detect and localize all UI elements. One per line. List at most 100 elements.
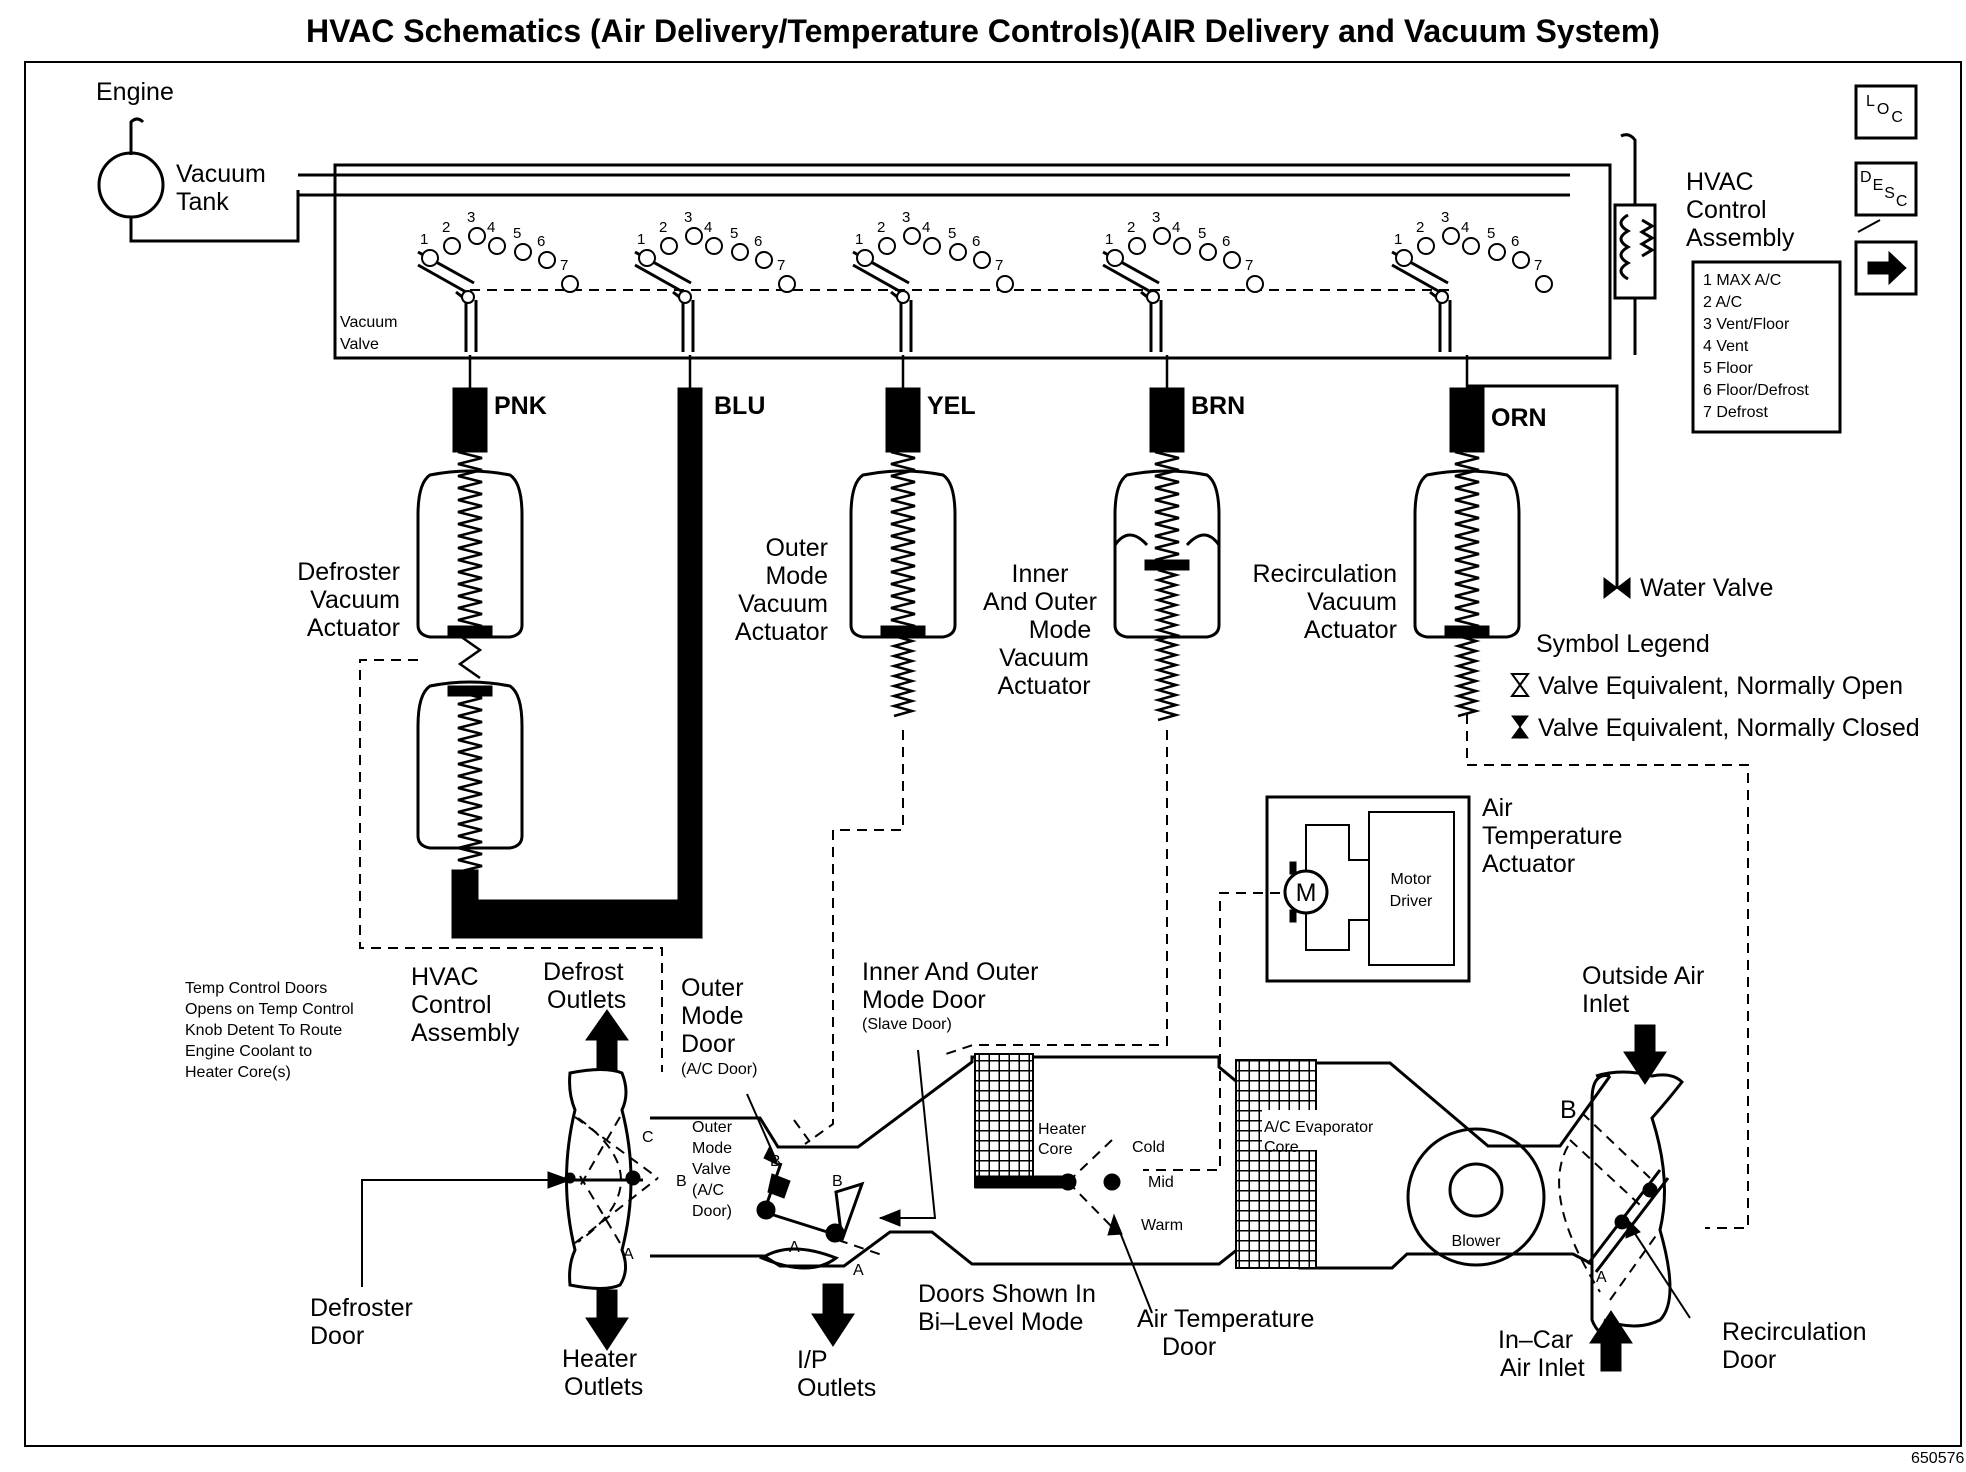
next-arrow-icon [1867, 250, 1907, 286]
vacuum-port [996, 275, 1014, 293]
vacuum-port [1535, 275, 1553, 293]
heater-outlet-arrow [585, 1289, 629, 1351]
air-temp-actuator-box [1265, 795, 1471, 983]
vacuum-port [421, 249, 439, 267]
control-assembly-bracket [1613, 133, 1657, 355]
port-number: 4 [704, 219, 712, 236]
cold-label: Cold [1132, 1139, 1165, 1156]
door-letter-b-right: B [1560, 1096, 1577, 1124]
vacuum-port [949, 243, 967, 261]
tank-supply-line [129, 190, 300, 243]
port-number: 2 [1127, 219, 1135, 236]
vacuum-port [1442, 227, 1460, 245]
vacuum-port [705, 237, 723, 255]
vacuum-port [923, 237, 941, 255]
vacuum-port [685, 227, 703, 245]
normally-closed-label: Valve Equivalent, Normally Closed [1538, 714, 1920, 742]
engine-vacuum-source [129, 117, 145, 155]
blu-hose-bottom [451, 869, 703, 939]
air-temp-door-pointer [1115, 1221, 1153, 1314]
defroster-linkage [359, 659, 663, 1072]
vacuum-port [1462, 237, 1480, 255]
outer-mode-linkage [804, 730, 904, 1145]
vacuum-port [1246, 275, 1264, 293]
vacuum-port [1512, 251, 1530, 269]
vacuum-port [903, 227, 921, 245]
mode-item: 6 Floor/Defrost [1703, 382, 1809, 399]
hose-yel [885, 387, 921, 453]
port-number: 3 [467, 209, 475, 226]
port-number: 3 [902, 209, 910, 226]
water-valve-label: Water Valve [1640, 574, 1773, 602]
port-number: 5 [948, 225, 956, 242]
port-number: 5 [1487, 225, 1495, 242]
hose-pnk [452, 387, 488, 453]
heater-core [974, 1053, 1034, 1188]
desc-button[interactable]: DESC [1854, 161, 1918, 217]
door-letter-a-left: A [623, 1246, 634, 1263]
resistor-icon [1619, 213, 1655, 281]
vacuum-port [1223, 251, 1241, 269]
door-letter-b-left: B [676, 1173, 687, 1190]
left-plenum [564, 1068, 659, 1290]
port-number: 4 [487, 219, 495, 236]
port-number: 2 [659, 219, 667, 236]
engine-label: Engine [96, 78, 174, 106]
actuator-orn: ORN [1413, 355, 1547, 718]
warm-label: Warm [1141, 1217, 1183, 1234]
next-button[interactable] [1854, 240, 1918, 296]
vacuum-port [778, 275, 796, 293]
port-number: 5 [730, 225, 738, 242]
actuator-pnk: PNK [416, 355, 547, 874]
vacuum-port [878, 237, 896, 255]
port-number: 3 [1152, 209, 1160, 226]
outer-mode-door-sub: (A/C Door) [681, 1061, 757, 1078]
port-number: 4 [922, 219, 930, 236]
mode-item: 2 A/C [1703, 294, 1742, 311]
hose-color-label: BRN [1191, 392, 1245, 420]
vacuum-port [488, 237, 506, 255]
inner-outer-door-pointer [880, 1049, 937, 1219]
vacuum-port [561, 275, 579, 293]
actuator-yel: YEL [849, 355, 976, 718]
vacuum-port [1417, 237, 1435, 255]
vacuum-port [514, 243, 532, 261]
door-letter-a-right: A [1596, 1269, 1607, 1286]
vacuum-port [1106, 249, 1124, 267]
door-letter-c-left: C [642, 1129, 654, 1146]
right-inlet-plenum [1558, 1070, 1684, 1328]
desc-pointer [1857, 219, 1881, 233]
port-number: 6 [1222, 233, 1230, 250]
inner-outer-linkage [939, 730, 1168, 1057]
vacuum-port [731, 243, 749, 261]
actuator-blu: BLU [451, 355, 765, 939]
port-number: 6 [537, 233, 545, 250]
motor-symbol: M [1296, 879, 1317, 907]
ip-outlet-opening [758, 1247, 840, 1270]
door-letter-b-slave: B [832, 1173, 843, 1190]
port-number: 7 [1534, 257, 1542, 274]
inner-outer-door-sub: (Slave Door) [862, 1016, 952, 1033]
desc-icon: DESC [1860, 169, 1907, 210]
motor-wires [1305, 824, 1369, 951]
motor-driver-box [1368, 811, 1455, 966]
